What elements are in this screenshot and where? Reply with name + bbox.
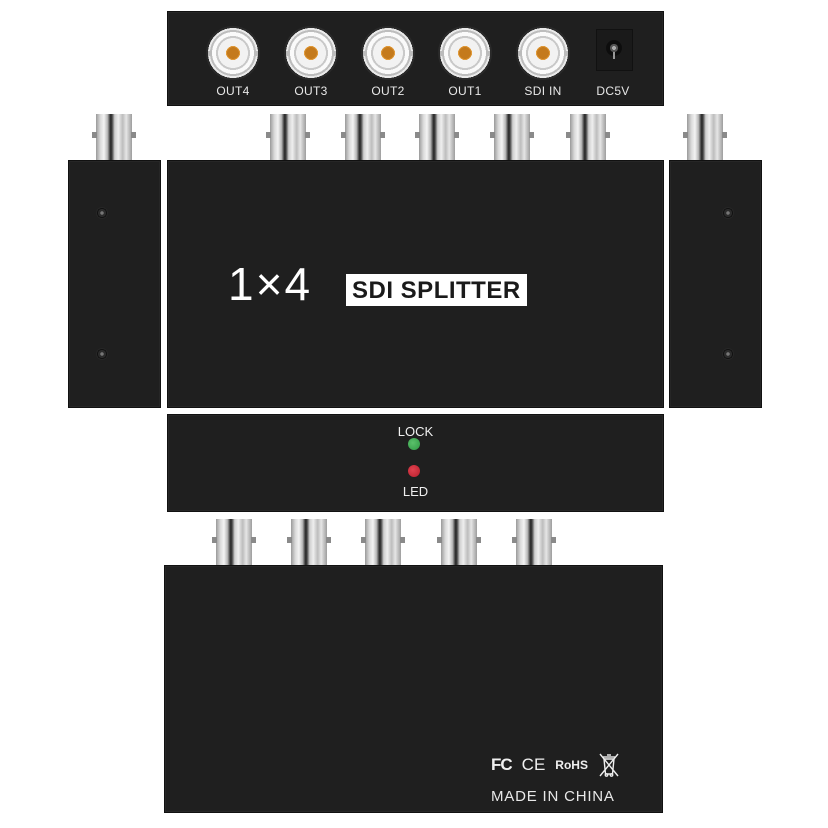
front-panel: LOCK LED: [167, 414, 664, 512]
bnc-out2-icon: [361, 26, 415, 80]
dc-power-jack-icon: [596, 29, 633, 71]
port-label-sdi-in: SDI IN: [524, 84, 562, 98]
power-led-icon: [408, 465, 420, 477]
bottom-body-panel: FC CE RoHS MADE IN CHINA: [164, 565, 663, 813]
top-body-panel: 1×4 SDI SPLITTER: [167, 160, 664, 408]
bnc-sdi-in-icon: [516, 26, 570, 80]
bnc-top-4-icon: [490, 114, 534, 160]
model-number: 1×4: [228, 258, 313, 310]
port-label-out1: OUT1: [448, 84, 482, 98]
screw-icon: [96, 348, 108, 360]
port-label-dc5v: DC5V: [596, 84, 630, 98]
certification-marks: FC CE RoHS: [491, 752, 620, 778]
bnc-bottom-1-icon: [212, 519, 256, 565]
bnc-out4-icon: [206, 26, 260, 80]
bnc-bottom-4-icon: [437, 519, 481, 565]
bnc-bottom-3-icon: [361, 519, 405, 565]
led-label: LED: [402, 484, 429, 499]
bnc-bottom-5-icon: [512, 519, 556, 565]
bnc-side-right-icon: [683, 114, 727, 160]
rear-panel: OUT4 OUT3 OUT2 OUT1 SDI IN DC5V: [167, 11, 664, 106]
bnc-top-3-icon: [415, 114, 459, 160]
bnc-side-left-icon: [92, 114, 136, 160]
bnc-bottom-2-icon: [287, 519, 331, 565]
port-label-out4: OUT4: [216, 84, 250, 98]
screw-icon: [722, 207, 734, 219]
lock-label: LOCK: [397, 424, 434, 439]
bnc-out3-icon: [284, 26, 338, 80]
bnc-top-1-icon: [266, 114, 310, 160]
rohs-mark-icon: RoHS: [555, 758, 588, 772]
model-name: SDI SPLITTER: [346, 274, 527, 306]
ce-mark-icon: CE: [521, 755, 546, 774]
fcc-mark-icon: FC: [491, 755, 513, 774]
bnc-top-5-icon: [566, 114, 610, 160]
bnc-out1-icon: [438, 26, 492, 80]
lock-led-icon: [408, 438, 420, 450]
right-side-panel: [669, 160, 762, 408]
made-in-label: MADE IN CHINA: [491, 788, 615, 805]
weee-bin-icon: [599, 753, 619, 777]
screw-icon: [722, 348, 734, 360]
bnc-top-2-icon: [341, 114, 385, 160]
port-label-out2: OUT2: [371, 84, 405, 98]
screw-icon: [96, 207, 108, 219]
left-side-panel: [68, 160, 161, 408]
port-label-out3: OUT3: [294, 84, 328, 98]
